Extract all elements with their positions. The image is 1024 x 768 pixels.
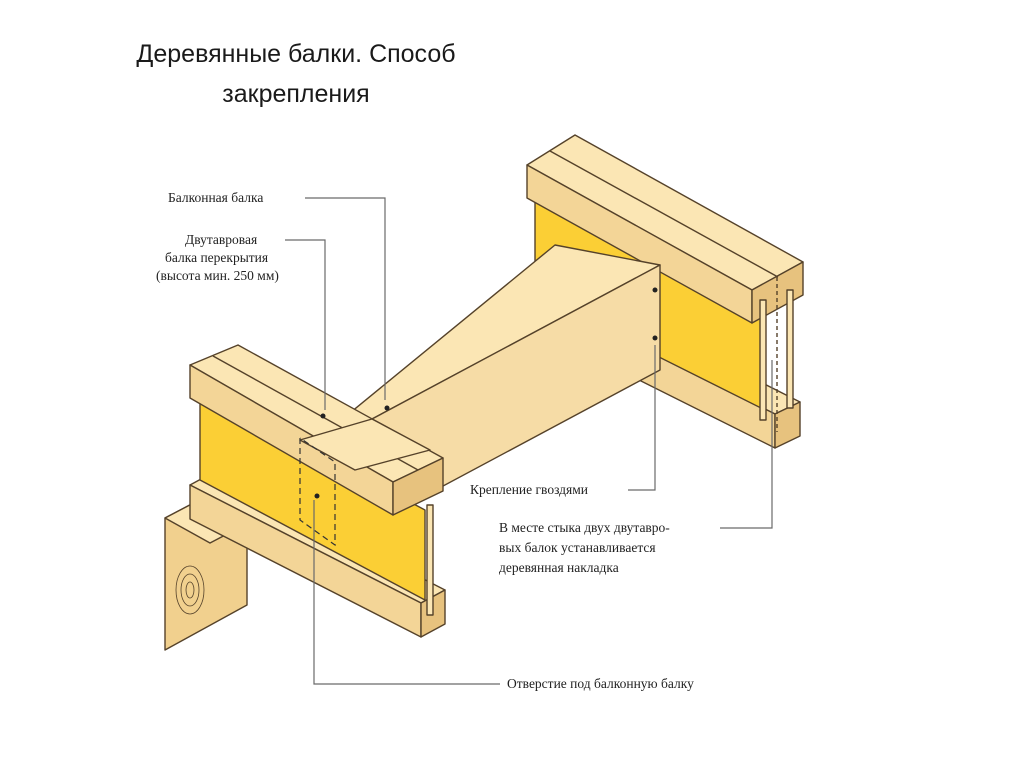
right-joint-plate-a xyxy=(759,299,767,421)
leader-hole xyxy=(313,500,500,685)
label-joint-1: В месте стыка двух двутавро- xyxy=(499,520,670,535)
leader-lines xyxy=(285,197,773,685)
callouts: Балконная балка Двутавровая балка перекр… xyxy=(156,190,694,691)
label-hole: Отверстие под балконную балку xyxy=(507,676,694,691)
leader-balcony-beam xyxy=(305,197,386,400)
balcony-beam-through-top xyxy=(299,418,431,471)
leader-joint xyxy=(720,360,773,529)
front-web-slot xyxy=(426,504,434,616)
page-title: Деревянные балки. Способ закрепления xyxy=(136,40,456,108)
right-joint-plate-b xyxy=(786,289,794,409)
nail-marks xyxy=(314,287,658,499)
end-grain-rings xyxy=(175,565,205,615)
label-ibeam-3: (высота мин. 250 мм) xyxy=(156,268,279,283)
label-joint-2: вых балок устанавливается xyxy=(499,540,656,555)
hole-hidden-outline xyxy=(299,437,336,547)
label-balcony-beam: Балконная балка xyxy=(168,190,263,205)
label-ibeam-2: балка перекрытия xyxy=(165,250,268,265)
label-joint-3: деревянная накладка xyxy=(499,560,619,575)
leader-ibeam xyxy=(285,239,326,410)
front-i-beam xyxy=(189,344,446,638)
label-ibeam-1: Двутавровая xyxy=(185,232,257,247)
label-nails: Крепление гвоздями xyxy=(470,482,588,497)
front-top-flange-end xyxy=(392,457,444,516)
right-flange-seam xyxy=(549,150,779,278)
leader-nails xyxy=(628,345,656,491)
